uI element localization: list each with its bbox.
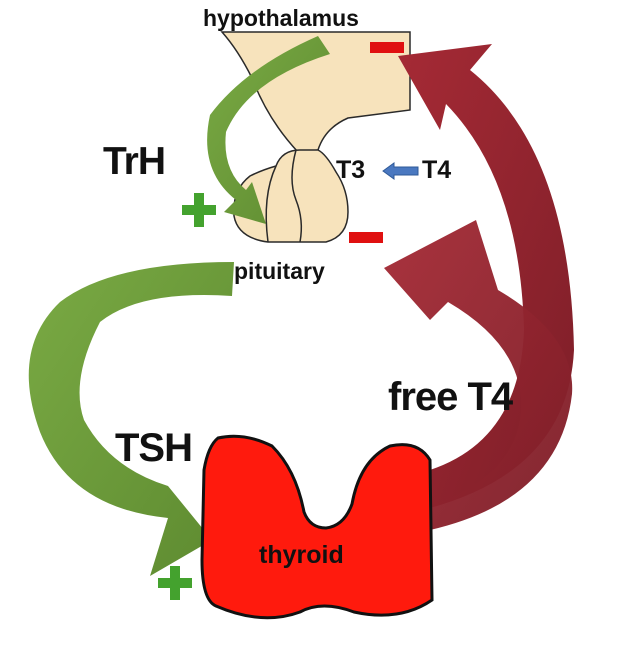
tsh-plus-sign bbox=[158, 566, 192, 600]
tsh-arrow bbox=[28, 262, 234, 576]
thyroid-gland-icon bbox=[200, 434, 434, 620]
pituitary-label: pituitary bbox=[234, 258, 325, 284]
free-t4-label: free T4 bbox=[388, 375, 513, 419]
free-t4-feedback-to-pituitary-arrow bbox=[384, 220, 573, 530]
t3-label: T3 bbox=[336, 156, 366, 184]
pituitary-minus-sign bbox=[349, 232, 383, 243]
tsh-label: TSH bbox=[115, 426, 193, 470]
trh-arrow bbox=[207, 36, 330, 224]
left-arrow-icon bbox=[382, 162, 419, 180]
trh-plus-sign bbox=[182, 193, 216, 227]
hypothalamus-minus-sign bbox=[370, 42, 404, 53]
pituitary-lobe-divider bbox=[265, 149, 303, 243]
hypothalamus-label: hypothalamus bbox=[203, 5, 359, 31]
t4-label: T4 bbox=[422, 156, 452, 184]
thyroid-label: thyroid bbox=[259, 541, 344, 569]
trh-label: TrH bbox=[103, 140, 166, 183]
